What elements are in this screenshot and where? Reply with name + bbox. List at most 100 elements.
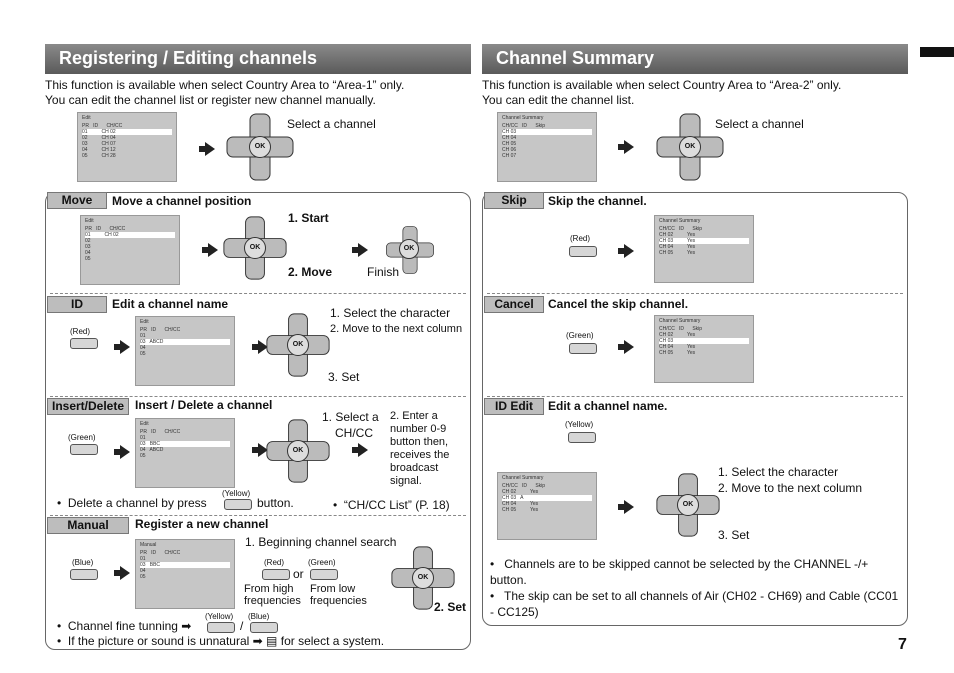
- screen-title: Channel Summary: [502, 475, 544, 481]
- id-step2: 2. Move to the next column: [330, 323, 463, 335]
- red-label: (Red): [70, 327, 91, 336]
- dpad-idedit: OK: [655, 472, 721, 538]
- ok-button[interactable]: OK: [412, 567, 434, 589]
- or-label: or: [293, 567, 304, 581]
- ref-note: • “CH/CC List” (P. 18): [333, 498, 450, 512]
- right-arrow-icon: [352, 243, 368, 257]
- screen-title: Edit: [140, 421, 149, 427]
- insert-title: Insert / Delete a channel: [135, 398, 273, 412]
- right-arrow-icon: [114, 445, 130, 459]
- blue-button[interactable]: [250, 622, 278, 633]
- red-button[interactable]: [569, 246, 597, 257]
- finish-label: Finish: [367, 265, 400, 279]
- right-select-channel-label: Select a channel: [715, 117, 804, 131]
- tag-id: ID: [47, 296, 107, 313]
- right-arrow-icon: [618, 244, 634, 258]
- summary-screen-cancel: Channel Summary CH/CC ID Skip CH 02 Yes …: [654, 315, 754, 383]
- blue-label: (Blue): [248, 612, 270, 621]
- screen-title: Manual: [140, 542, 157, 548]
- right-section-title: Channel Summary: [482, 44, 908, 74]
- divider: [487, 396, 903, 397]
- ok-button[interactable]: OK: [399, 239, 419, 259]
- green-button[interactable]: [569, 343, 597, 354]
- low-freq-label: From low frequencies: [310, 583, 367, 607]
- idedit-step2: 2. Move to the next column: [718, 481, 863, 495]
- blue-button[interactable]: [70, 569, 98, 580]
- dpad-move: OK: [222, 215, 288, 281]
- right-panel: [482, 192, 908, 626]
- yellow-button[interactable]: [207, 622, 235, 633]
- id-title: Edit a channel name: [112, 297, 229, 311]
- ok-button[interactable]: OK: [679, 136, 701, 158]
- tag-manual: Manual: [47, 517, 129, 534]
- ok-button[interactable]: OK: [287, 334, 309, 356]
- section-marker: [920, 47, 954, 57]
- manual-step1: 1. Beginning channel search: [245, 535, 397, 549]
- divider: [50, 396, 466, 397]
- move-move-label: 2. Move: [288, 265, 333, 279]
- dpad-manual: OK: [390, 545, 456, 611]
- move-start-label: 1. Start: [288, 211, 329, 225]
- ok-button[interactable]: OK: [677, 494, 699, 516]
- skip-title: Skip the channel.: [548, 194, 647, 208]
- blue-label: (Blue): [72, 558, 94, 567]
- green-button[interactable]: [310, 569, 338, 580]
- screen-title: Channel Summary: [502, 115, 544, 121]
- dpad-id: OK: [265, 312, 331, 378]
- idedit-step1: 1. Select the character: [718, 465, 839, 479]
- screen-title: Channel Summary: [659, 218, 701, 224]
- delete-note-end: button.: [257, 496, 294, 510]
- yellow-button[interactable]: [224, 499, 252, 510]
- right-intro: This function is available when select C…: [482, 78, 908, 108]
- right-arrow-icon: [252, 340, 268, 354]
- right-note-1-text: Channels are to be skipped cannot be sel…: [490, 557, 869, 587]
- right-note-1: • Channels are to be skipped cannot be s…: [490, 557, 869, 587]
- tag-insert-delete: Insert/Delete: [47, 398, 129, 415]
- yellow-label: (Yellow): [222, 489, 251, 498]
- screen-title: Edit: [85, 218, 94, 224]
- summary-screen-skip: Channel Summary CH/CC ID Skip CH 02 Yes …: [654, 215, 754, 283]
- dpad-top-left: OK: [225, 112, 295, 182]
- right-arrow-icon: [352, 443, 368, 457]
- summary-screen-idedit: Channel Summary CH/CC ID Skip CH 02 Yes …: [497, 472, 597, 540]
- unnatural-note: • If the picture or sound is unnatural ➡…: [57, 634, 385, 648]
- edit-screen-top: Edit PR ID CH/CC 01 CH 02 02 CH 04 03 CH…: [77, 112, 177, 182]
- high-freq-label: From high frequencies: [244, 583, 301, 607]
- unnatural-text-end: for select a system.: [280, 634, 385, 648]
- ok-button[interactable]: OK: [287, 440, 309, 462]
- divider: [50, 515, 466, 516]
- red-button[interactable]: [70, 338, 98, 349]
- delete-note-text: Delete a channel by press: [67, 496, 207, 510]
- yellow-button[interactable]: [568, 432, 596, 443]
- id-step3: 3. Set: [328, 370, 360, 384]
- left-intro: This function is available when select C…: [45, 78, 471, 108]
- idedit-step3: 3. Set: [718, 528, 750, 542]
- red-button[interactable]: [262, 569, 290, 580]
- divider: [487, 293, 903, 294]
- dpad-finish: OK: [385, 225, 435, 275]
- green-button[interactable]: [70, 444, 98, 455]
- green-label: (Green): [308, 558, 336, 567]
- right-note-2-text: The skip can be set to all channels of A…: [490, 589, 899, 619]
- ok-button[interactable]: OK: [249, 136, 271, 158]
- tag-cancel: Cancel: [484, 296, 544, 313]
- right-intro-line-1: This function is available when select C…: [482, 78, 842, 92]
- fine-tune-note: • Channel fine tunning ➡: [57, 619, 192, 633]
- cancel-title: Cancel the skip channel.: [548, 297, 689, 311]
- right-arrow-icon: [199, 142, 215, 156]
- manual-step2: 2. Set: [434, 600, 467, 614]
- summary-screen-top: Channel Summary CH/CC ID Skip CH 03 CH 0…: [497, 112, 597, 182]
- right-arrow-icon: [618, 500, 634, 514]
- tag-skip: Skip: [484, 192, 544, 209]
- id-edit-title: Edit a channel name.: [548, 399, 668, 413]
- red-label: (Red): [264, 558, 285, 567]
- left-select-channel-label: Select a channel: [287, 117, 376, 131]
- right-arrow-icon: [618, 140, 634, 154]
- screen-title: Edit: [82, 115, 91, 121]
- right-intro-line-2: You can edit the channel list.: [482, 93, 635, 107]
- ok-button[interactable]: OK: [244, 237, 266, 259]
- screen-title: Channel Summary: [659, 318, 701, 324]
